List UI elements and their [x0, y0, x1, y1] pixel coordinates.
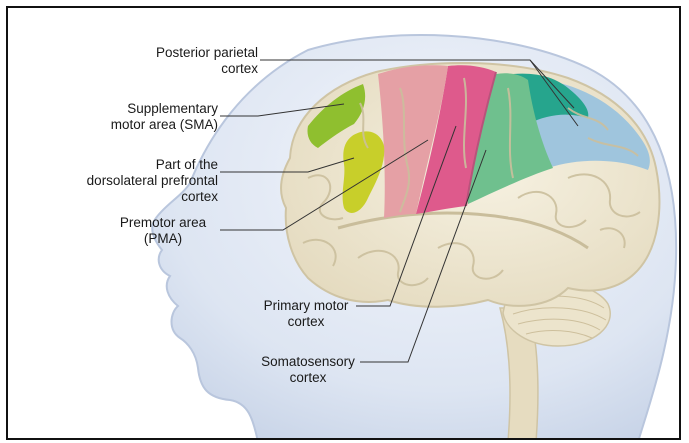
label-dlpfc-line3: cortex	[6, 189, 218, 205]
label-pma-line2: (PMA)	[108, 231, 218, 247]
label-somatosensory: Somatosensory cortex	[256, 354, 360, 386]
label-sma-line1: Supplementary	[28, 101, 218, 117]
label-posterior-parietal-line1: Posterior parietal	[68, 45, 258, 61]
label-posterior-parietal: Posterior parietal cortex	[68, 45, 258, 77]
label-somatosensory-line1: Somatosensory	[256, 354, 360, 370]
label-somatosensory-line2: cortex	[256, 370, 360, 386]
label-sma: Supplementary motor area (SMA)	[28, 101, 218, 133]
label-posterior-parietal-line2: cortex	[68, 61, 258, 77]
label-primary-motor-line1: Primary motor	[256, 298, 356, 314]
label-dlpfc: Part of the dorsolateral prefrontal cort…	[6, 157, 218, 205]
label-primary-motor-line2: cortex	[256, 314, 356, 330]
figure-frame: Posterior parietal cortex Supplementary …	[6, 6, 681, 440]
label-sma-line2: motor area (SMA)	[28, 117, 218, 133]
label-dlpfc-line2: dorsolateral prefrontal	[6, 173, 218, 189]
label-primary-motor: Primary motor cortex	[256, 298, 356, 330]
label-pma-line1: Premotor area	[108, 215, 218, 231]
label-dlpfc-line1: Part of the	[6, 157, 218, 173]
label-pma: Premotor area (PMA)	[108, 215, 218, 247]
